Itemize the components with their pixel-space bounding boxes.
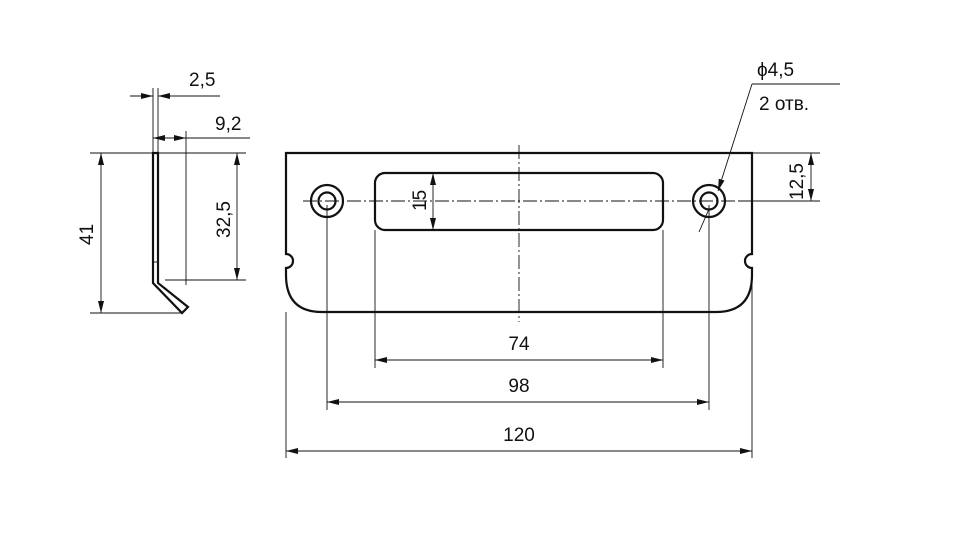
dim-hole-spacing: 98: [508, 376, 529, 397]
plate-outline: [284, 151, 754, 314]
dim-hole-offset: 12,5: [787, 163, 808, 200]
dim-side-thickness: 2,5: [189, 70, 215, 91]
side-view: 2,5 9,2 41 32,5: [77, 70, 250, 315]
dim-slot-length: 74: [508, 334, 530, 355]
dim-slot-height: 15: [410, 190, 431, 211]
dim-hole-count: 2 отв.: [759, 94, 809, 115]
side-profile: [151, 151, 190, 315]
dim-hole-diameter: ϕ4,5: [757, 60, 794, 81]
hole-leader-line: [698, 208, 710, 233]
hole-leader-line: [717, 83, 753, 192]
dim-side-height: 41: [77, 224, 98, 245]
dim-overall-length: 120: [503, 425, 535, 446]
dim-side-offset: 9,2: [215, 114, 241, 135]
front-view: 15 12,5 ϕ4,5 2 отв. 74 98 120: [284, 60, 840, 458]
dim-side-upper-height: 32,5: [214, 201, 235, 238]
